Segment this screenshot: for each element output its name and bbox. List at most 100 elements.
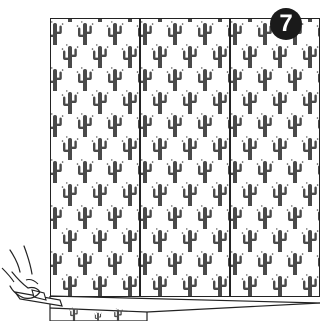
cactus-icon [287,159,304,183]
cactus-icon [107,205,124,229]
cactus-icon [182,274,199,298]
cactus-icon [287,205,304,229]
cactus-icon [62,136,79,160]
cactus-icon [152,90,169,114]
cactus-icon [167,113,184,137]
step-number: 7 [279,12,292,36]
cactus-icon [302,90,319,114]
cactus-icon [107,159,124,183]
cactus-icon [167,297,184,321]
cactus-icon [212,274,229,298]
cactus-icon [122,228,139,252]
cactus-icon [212,90,229,114]
cactus-icon [182,182,199,206]
cactus-icon [32,182,49,206]
cactus-icon [122,274,139,298]
cactus-icon [62,274,79,298]
cactus-icon [302,182,319,206]
cactus-icon [167,205,184,229]
cactus-icon [272,136,289,160]
wallpaper-panel [231,19,320,297]
cactus-icon [197,67,214,91]
cactus-icon [272,44,289,68]
cactus-icon [257,113,274,137]
cactus-icon [287,113,304,137]
cactus-icon [47,21,64,45]
cactus-icon [152,44,169,68]
cactus-icon [77,251,94,275]
cactus-icon [122,182,139,206]
cactus-icon [167,21,184,45]
cactus-icon [62,44,79,68]
cactus-icon [302,44,319,68]
wallpaper-panel [51,19,140,297]
cactus-icon [287,67,304,91]
cactus-icon [47,205,64,229]
cactus-icon [107,113,124,137]
cactus-icon [287,251,304,275]
cactus-icon [32,0,49,22]
wallpaper-panels [32,0,320,321]
cactus-icon [257,67,274,91]
cactus-pattern [32,0,320,321]
cactus-icon [242,274,259,298]
wallpaper-panel [141,19,230,297]
cactus-icon [167,251,184,275]
trim-strip [50,296,320,321]
cactus-icon [77,67,94,91]
cactus-icon [77,159,94,183]
cactus-icon [32,136,49,160]
cactus-icon [152,274,169,298]
cactus-icon [302,228,319,252]
utility-knife-icon [15,290,62,306]
cactus-icon [92,228,109,252]
cactus-icon [152,182,169,206]
cactus-icon [77,113,94,137]
cactus-icon [77,21,94,45]
cactus-icon [272,90,289,114]
cactus-icon [47,159,64,183]
cactus-icon [212,182,229,206]
cactus-icon [62,182,79,206]
cactus-icon [47,67,64,91]
cactus-icon [32,228,49,252]
cactus-icon [167,159,184,183]
cactus-icon [302,136,319,160]
cactus-icon [47,251,64,275]
cactus-icon [242,44,259,68]
cactus-icon [242,136,259,160]
cactus-icon [62,90,79,114]
cactus-icon [197,21,214,45]
cactus-icon [287,297,304,321]
cactus-icon [182,90,199,114]
cactus-icon [152,136,169,160]
cactus-icon [212,136,229,160]
cactus-icon [212,228,229,252]
cactus-icon [107,67,124,91]
cactus-icon [62,228,79,252]
cactus-icon [122,44,139,68]
cactus-icon [257,159,274,183]
cactus-icon [107,251,124,275]
cactus-icon [92,182,109,206]
cactus-icon [137,297,154,321]
cactus-icon [92,274,109,298]
cactus-icon [257,251,274,275]
cactus-icon [197,113,214,137]
cactus-icon [152,228,169,252]
cactus-icon [92,44,109,68]
cactus-icon [122,136,139,160]
cactus-icon [107,297,124,321]
step-number-badge: 7 [270,8,302,40]
cactus-icon [32,44,49,68]
cactus-icon [302,274,319,298]
cactus-icon [182,228,199,252]
cactus-icon [92,90,109,114]
cactus-icon [122,90,139,114]
cactus-icon [197,251,214,275]
cactus-icon [242,228,259,252]
cactus-icon [77,205,94,229]
cactus-icon [257,205,274,229]
cactus-icon [272,228,289,252]
